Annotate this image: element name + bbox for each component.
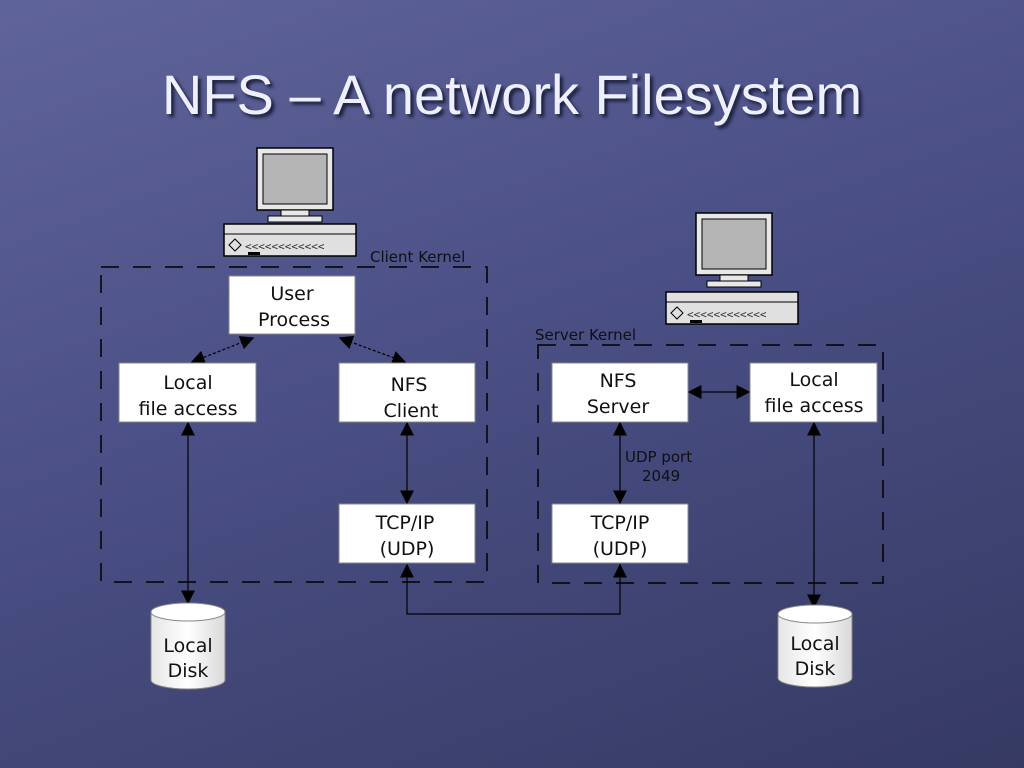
udp-port-number: 2049 bbox=[642, 467, 680, 485]
client-disk-icon: Local Disk bbox=[150, 602, 226, 690]
server-kernel-label: Server Kernel bbox=[535, 326, 636, 344]
udp-port-label: UDP port bbox=[625, 448, 692, 466]
server-kernel-region bbox=[537, 344, 884, 584]
nfs-server-line2: Server bbox=[587, 396, 649, 418]
server-local-line1: Local bbox=[789, 369, 838, 391]
nfs-client-box: NFS Client bbox=[338, 362, 476, 423]
server-local-file-access-box: Local file access bbox=[749, 362, 878, 423]
client-tcpip-line1: TCP/IP bbox=[375, 512, 435, 534]
server-tcpip-line2: (UDP) bbox=[593, 538, 648, 560]
server-tcpip-line1: TCP/IP bbox=[590, 512, 650, 534]
client-local-file-access-box: Local file access bbox=[118, 362, 257, 423]
user-process-box: User Process bbox=[228, 275, 356, 335]
svg-text:<<<<<<<<<<<<: <<<<<<<<<<<< bbox=[687, 308, 767, 321]
slide-title: NFS – A network Filesystem bbox=[161, 63, 863, 126]
user-process-line2: Process bbox=[258, 309, 330, 331]
client-kernel-region bbox=[100, 266, 488, 583]
server-computer-icon: <<<<<<<<<<<< bbox=[665, 212, 799, 325]
server-disk-icon: Local Disk bbox=[777, 604, 853, 688]
user-process-line1: User bbox=[270, 283, 313, 305]
server-disk-line1: Local bbox=[790, 633, 839, 655]
server-disk-line2: Disk bbox=[795, 658, 836, 680]
server-tcpip-box: TCP/IP (UDP) bbox=[551, 503, 689, 564]
client-disk-line2: Disk bbox=[168, 660, 209, 682]
client-local-line1: Local bbox=[163, 372, 212, 394]
client-tcpip-box: TCP/IP (UDP) bbox=[338, 503, 476, 564]
svg-text:<<<<<<<<<<<<: <<<<<<<<<<<< bbox=[245, 240, 325, 253]
nfs-server-box: NFS Server bbox=[551, 362, 689, 423]
client-local-line2: file access bbox=[139, 398, 238, 420]
nfs-client-line2: Client bbox=[383, 400, 438, 422]
nfs-server-line1: NFS bbox=[600, 370, 637, 392]
client-tcpip-line2: (UDP) bbox=[380, 538, 435, 560]
client-computer-icon: <<<<<<<<<<<< bbox=[223, 147, 357, 257]
nfs-client-line1: NFS bbox=[391, 374, 428, 396]
client-kernel-label: Client Kernel bbox=[370, 248, 465, 266]
server-local-line2: file access bbox=[765, 395, 864, 417]
client-disk-line1: Local bbox=[163, 635, 212, 657]
